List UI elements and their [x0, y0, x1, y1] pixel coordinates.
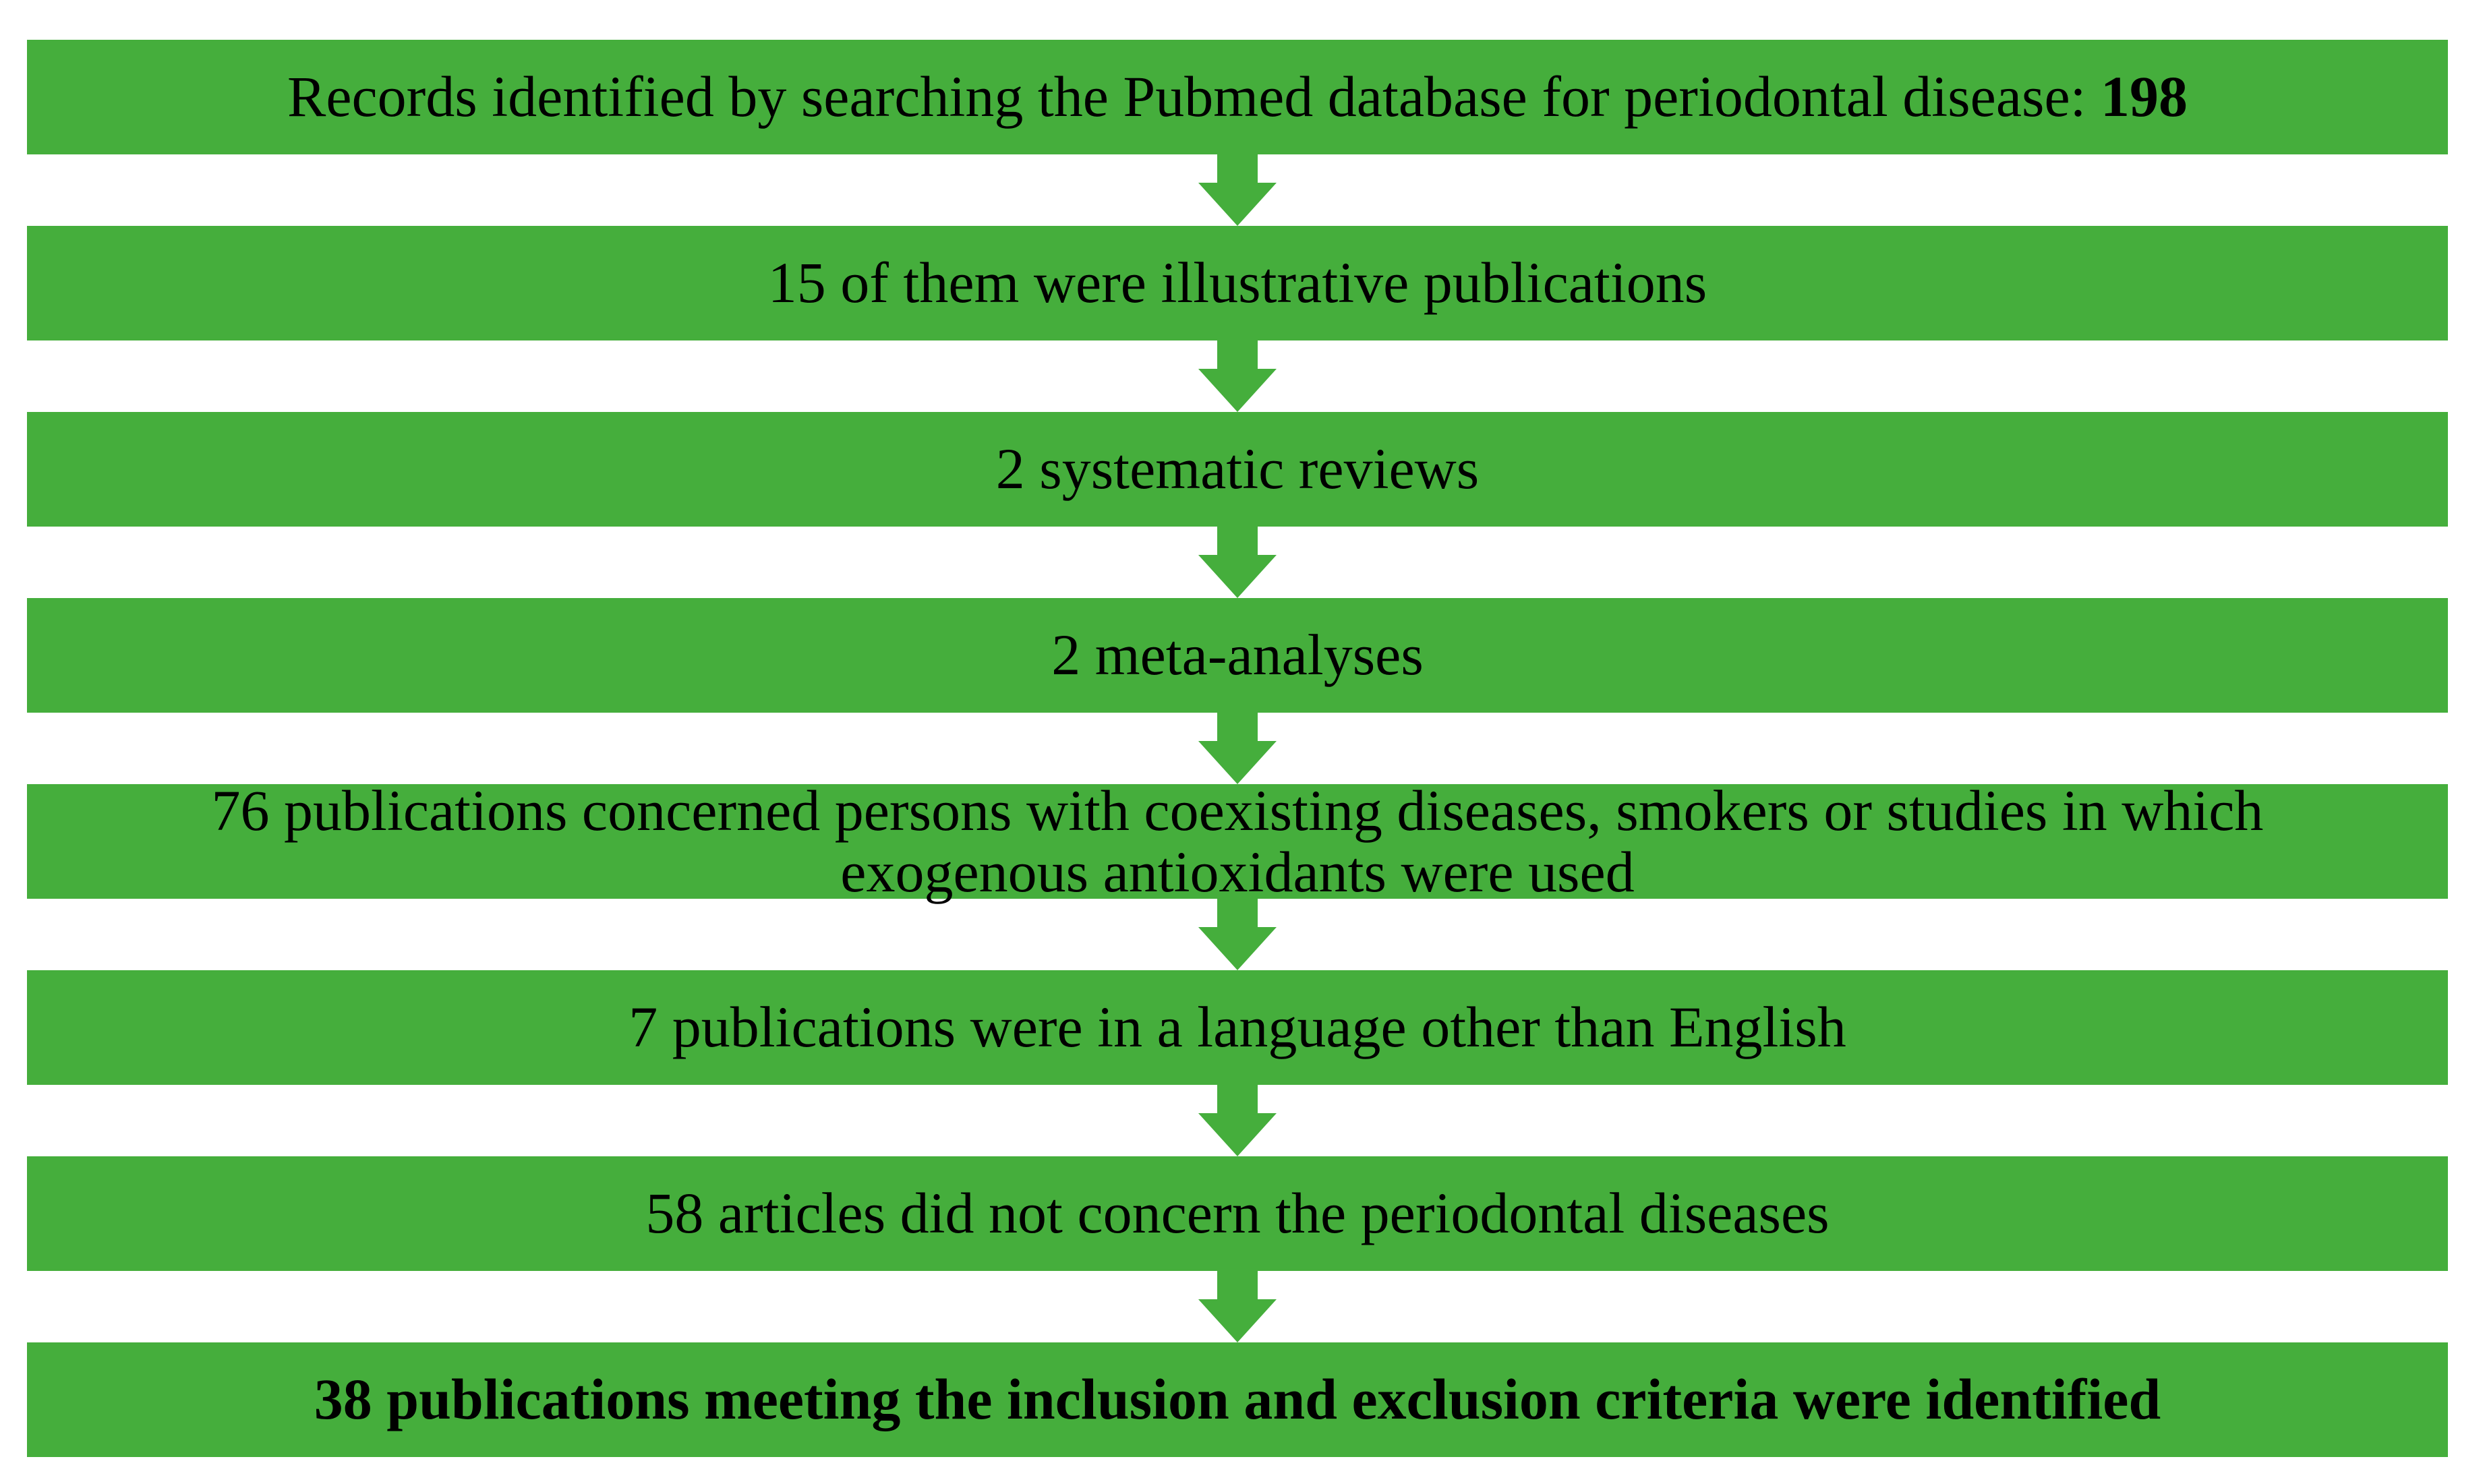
flow-step-not-periodontal: 58 articles did not concern the periodon… — [27, 1156, 2448, 1271]
down-arrow-icon — [1198, 713, 1277, 784]
down-arrow-icon — [1198, 1085, 1277, 1156]
flow-step-text: 15 of them were illustrative publication… — [767, 250, 1707, 316]
flow-step-text: 2 meta-analyses — [1051, 622, 1424, 688]
flow-step-final-included: 38 publications meeting the inclusion an… — [27, 1342, 2448, 1457]
flow-step-text: 58 articles did not concern the periodon… — [645, 1181, 1830, 1246]
flow-step-records-identified: Records identified by searching the Pubm… — [27, 40, 2448, 154]
flow-step-text: 7 publications were in a language other … — [628, 995, 1846, 1060]
flowchart: Records identified by searching the Pubm… — [27, 40, 2448, 1457]
down-arrow-icon — [27, 1085, 2448, 1156]
down-arrow-icon — [1198, 527, 1277, 598]
flow-step-systematic-reviews: 2 systematic reviews — [27, 412, 2448, 527]
flow-step-text: 38 publications meeting the inclusion an… — [314, 1367, 2161, 1432]
flow-step-illustrative-publications: 15 of them were illustrative publication… — [27, 226, 2448, 340]
down-arrow-icon — [27, 527, 2448, 598]
flow-step-text: Records identified by searching the Pubm… — [287, 66, 2188, 127]
flow-step-meta-analyses: 2 meta-analyses — [27, 598, 2448, 713]
flow-step-text-regular: Records identified by searching the Pubm… — [287, 64, 2101, 129]
flow-step-other-language: 7 publications were in a language other … — [27, 970, 2448, 1085]
flow-step-text: 2 systematic reviews — [995, 436, 1480, 502]
down-arrow-icon — [27, 1271, 2448, 1342]
records-count: 198 — [2101, 64, 2188, 129]
down-arrow-icon — [27, 340, 2448, 412]
flow-step-text-line-2: exogenous antioxidants were used — [840, 839, 1635, 904]
down-arrow-icon — [27, 713, 2448, 784]
down-arrow-icon — [1198, 1271, 1277, 1342]
down-arrow-icon — [27, 899, 2448, 970]
flow-step-text: 76 publications concerned persons with c… — [211, 777, 2264, 904]
down-arrow-icon — [27, 154, 2448, 226]
flow-step-coexisting-diseases: 76 publications concerned persons with c… — [27, 779, 2448, 903]
flow-step-text-line-1: 76 publications concerned persons with c… — [211, 777, 2264, 843]
down-arrow-icon — [1198, 340, 1277, 412]
down-arrow-icon — [1198, 154, 1277, 226]
down-arrow-icon — [1198, 899, 1277, 970]
